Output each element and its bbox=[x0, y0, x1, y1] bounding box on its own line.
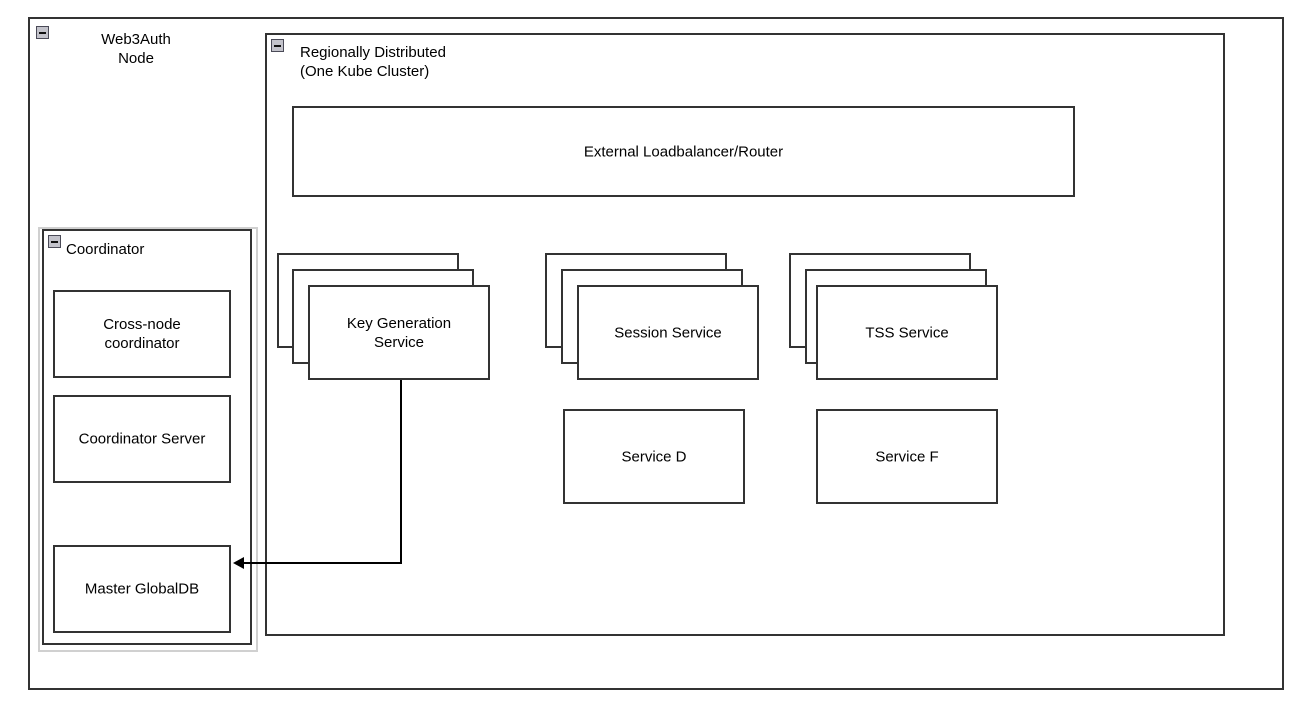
node-service-f-label: Service F bbox=[875, 448, 939, 465]
node-cross-node-coordinator-label: Cross-node coordinator bbox=[103, 316, 181, 352]
node-session-service[interactable]: Session Service bbox=[577, 285, 759, 380]
node-session-service-label: Session Service bbox=[614, 324, 722, 341]
container-coordinator-label: Coordinator bbox=[66, 241, 145, 258]
container-regionally-distributed-label: Regionally Distributed (One Kube Cluster… bbox=[300, 44, 446, 80]
node-external-loadbalancer-label: External Loadbalancer/Router bbox=[583, 143, 784, 160]
node-key-generation-service-label: Key Generation Service bbox=[346, 314, 452, 351]
collapse-minus-icon-coordinator[interactable] bbox=[48, 235, 61, 248]
node-master-globaldb[interactable]: Master GlobalDB bbox=[53, 545, 231, 633]
collapse-minus-icon-web3auth-node[interactable] bbox=[36, 26, 49, 39]
connector-keygen-to-globaldb-arrowhead bbox=[233, 557, 244, 569]
node-key-generation-service[interactable]: Key Generation Service bbox=[308, 285, 490, 380]
node-service-f[interactable]: Service F bbox=[816, 409, 998, 504]
node-service-d-label: Service D bbox=[621, 448, 687, 465]
node-cross-node-coordinator[interactable]: Cross-node coordinator bbox=[53, 290, 231, 378]
node-external-loadbalancer[interactable]: External Loadbalancer/Router bbox=[292, 106, 1075, 197]
node-tss-service-label: TSS Service bbox=[865, 324, 949, 341]
node-coordinator-server[interactable]: Coordinator Server bbox=[53, 395, 231, 483]
connector-keygen-to-globaldb-horizontal bbox=[243, 562, 402, 564]
node-service-d[interactable]: Service D bbox=[563, 409, 745, 504]
node-coordinator-server-label: Coordinator Server bbox=[78, 430, 206, 448]
connector-keygen-to-globaldb-vertical bbox=[400, 380, 402, 564]
node-master-globaldb-label: Master GlobalDB bbox=[84, 580, 200, 598]
collapse-minus-icon-regionally-distributed[interactable] bbox=[271, 39, 284, 52]
node-tss-service[interactable]: TSS Service bbox=[816, 285, 998, 380]
container-web3auth-node-label: Web3Auth Node bbox=[101, 31, 171, 67]
